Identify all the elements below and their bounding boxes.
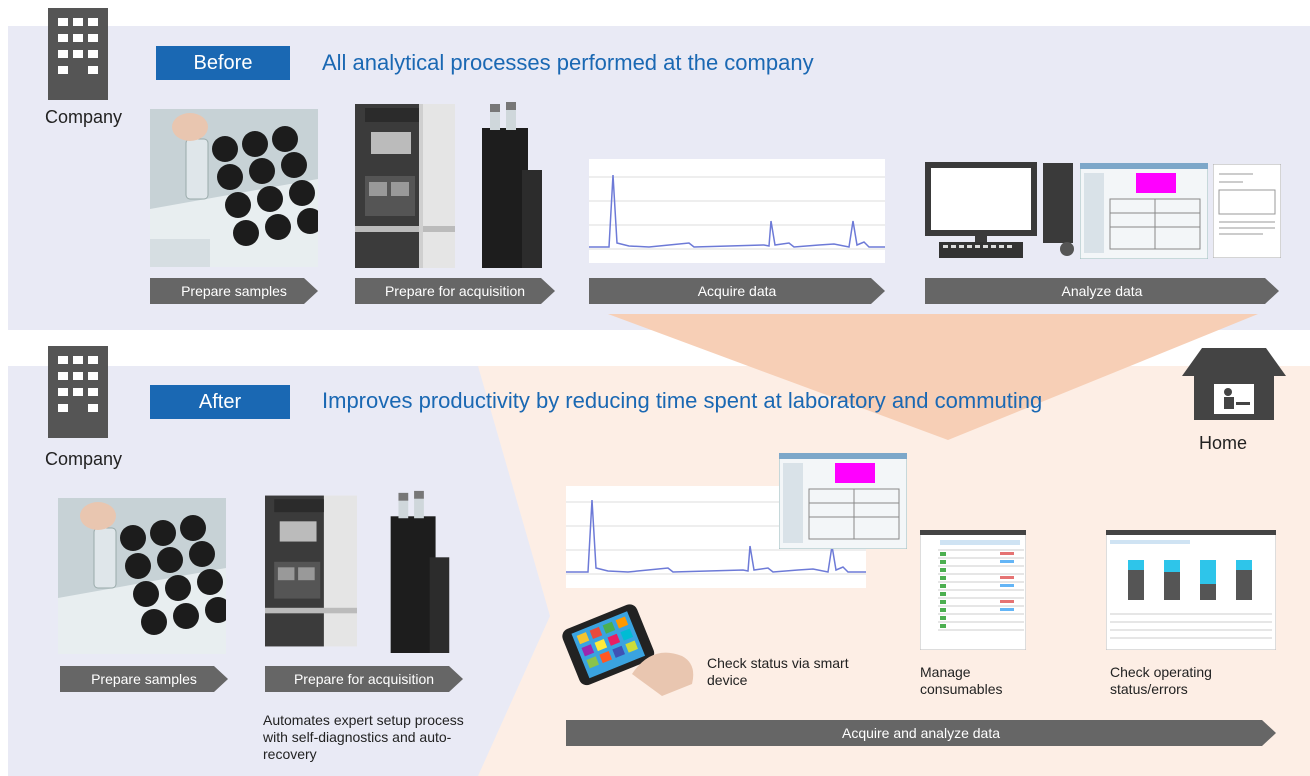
consumables-screenshot (920, 530, 1026, 650)
chromatogram-plot (589, 159, 885, 263)
home-label: Home (1199, 433, 1248, 453)
step-prepare-samples: Prepare samples (150, 278, 318, 304)
software-screenshot (1080, 163, 1208, 259)
before-tag: Before (156, 46, 290, 80)
sample-vials-photo (58, 498, 226, 654)
note-consumables: Manage consumables (920, 664, 1003, 697)
hplc-module (482, 102, 542, 268)
after-heading: Improves productivity by reducing time s… (322, 388, 1043, 413)
step-analyze-data: Analyze data (925, 278, 1279, 304)
step-prepare-for-acquisition: Prepare for acquisition (355, 278, 555, 304)
hplc-instrument (265, 495, 357, 647)
software-screenshot (779, 453, 907, 549)
transfer-arrow (608, 314, 1258, 440)
home-icon (1182, 348, 1286, 420)
step-prepare-samples: Prepare samples (60, 666, 228, 692)
sample-vials-photo (150, 109, 318, 267)
before-company-label: Company (45, 107, 123, 127)
after-company-label: Company (45, 449, 123, 469)
report-document (1213, 164, 1281, 258)
step-acquire-data: Acquire data (589, 278, 885, 304)
note-operating-status: Check operating status/errors (1110, 664, 1212, 697)
step-prepare-for-acquisition: Prepare for acquisition (265, 666, 463, 692)
hplc-instrument (355, 104, 455, 268)
note-smart-device: Check status via smart device (707, 655, 849, 688)
note-expert-setup: Automates expert setup process with self… (263, 712, 464, 762)
hplc-module (390, 490, 450, 653)
after-tag: After (150, 385, 290, 419)
pc-tower-icon (1043, 163, 1074, 256)
operating-status-screenshot (1106, 530, 1276, 650)
step-acquire-and-analyze-data: Acquire and analyze data (566, 720, 1276, 746)
smartphone-icon (562, 604, 694, 696)
company-building-icon (48, 8, 108, 100)
before-heading: All analytical processes performed at th… (322, 50, 814, 75)
company-building-icon (48, 346, 108, 438)
computer-monitor-icon (925, 162, 1037, 258)
